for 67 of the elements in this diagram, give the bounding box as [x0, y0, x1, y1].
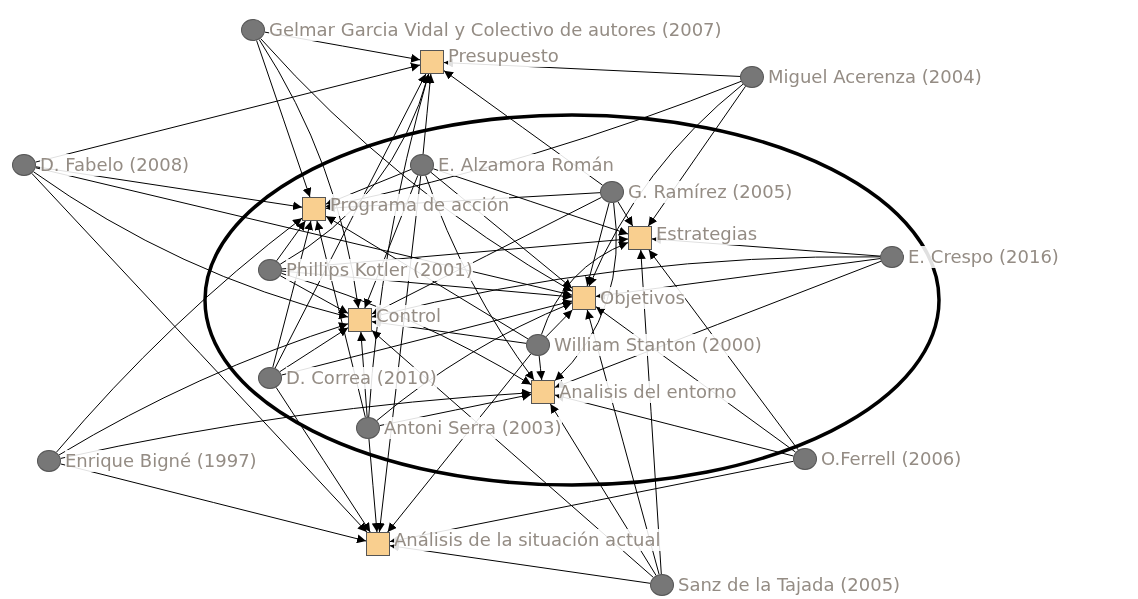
node-label: O.Ferrell (2006) — [821, 448, 962, 470]
concept-node — [531, 380, 555, 404]
arrow — [387, 353, 532, 533]
author-node — [12, 154, 36, 176]
concept-node — [302, 197, 326, 221]
node-label: Phillips Kotler (2001) — [286, 259, 473, 281]
arrow — [376, 302, 573, 422]
node-label: Gelmar Garcia Vidal y Colectivo de autores (2007) — [269, 19, 722, 41]
author-node — [258, 259, 282, 281]
arrow — [31, 172, 368, 533]
node-label: G. Ramírez (2005) — [628, 181, 793, 203]
node-label: E. Crespo (2016) — [908, 246, 1059, 268]
arrow — [371, 256, 881, 320]
node-label: D. Correa (2010) — [286, 367, 437, 389]
arrow — [260, 38, 573, 292]
author-node — [356, 417, 380, 439]
concept-node — [348, 308, 372, 332]
author-node — [600, 181, 624, 203]
author-node — [650, 574, 674, 596]
arrow — [585, 202, 610, 287]
node-label: Análisis de la situación actual — [394, 529, 661, 551]
node-label: Objetivos — [600, 287, 685, 309]
arrow — [422, 73, 435, 155]
arrow — [58, 322, 349, 456]
author-node — [258, 367, 282, 389]
arrow — [617, 201, 634, 227]
arrow — [541, 242, 629, 335]
arrow — [276, 220, 306, 262]
arrow — [55, 217, 303, 453]
node-label: Analisis del entorno — [559, 381, 737, 403]
arrow — [588, 83, 744, 287]
author-node — [241, 19, 265, 41]
node-label: Enrique Bigné (1997) — [65, 450, 257, 472]
author-node — [37, 450, 61, 472]
arrow — [281, 298, 573, 376]
node-label: Antoni Serra (2003) — [384, 417, 562, 439]
node-label: Estrategias — [656, 223, 758, 245]
arrow — [432, 168, 629, 236]
author-node — [880, 246, 904, 268]
arrow — [60, 388, 532, 459]
concept-node — [628, 226, 652, 250]
arrow — [279, 327, 349, 373]
arrow — [32, 171, 349, 320]
arrow — [60, 463, 367, 544]
arrow — [536, 355, 546, 381]
concept-node — [572, 286, 596, 310]
arrow — [279, 275, 349, 314]
node-label: D. Fabelo (2008) — [40, 154, 190, 176]
arrow — [368, 438, 381, 533]
node-label: Sanz de la Tajada (2005) — [678, 574, 901, 596]
node-label: Control — [376, 305, 442, 327]
concept-node — [420, 50, 444, 74]
author-node — [793, 448, 817, 470]
arrow — [256, 40, 312, 198]
node-label: E. Alzamora Román — [438, 154, 614, 176]
arrow — [554, 392, 794, 457]
arrow — [275, 386, 371, 533]
arrow — [389, 542, 651, 584]
author-node — [740, 66, 764, 88]
arrow — [545, 309, 573, 338]
arrow — [35, 62, 421, 163]
author-node — [526, 334, 550, 356]
author-node — [410, 154, 434, 176]
node-label: William Stanton (2000) — [554, 334, 762, 356]
node-label: Miguel Acerenza (2004) — [768, 66, 982, 88]
concept-node — [366, 532, 390, 556]
node-label: Programa de acción — [330, 194, 510, 216]
